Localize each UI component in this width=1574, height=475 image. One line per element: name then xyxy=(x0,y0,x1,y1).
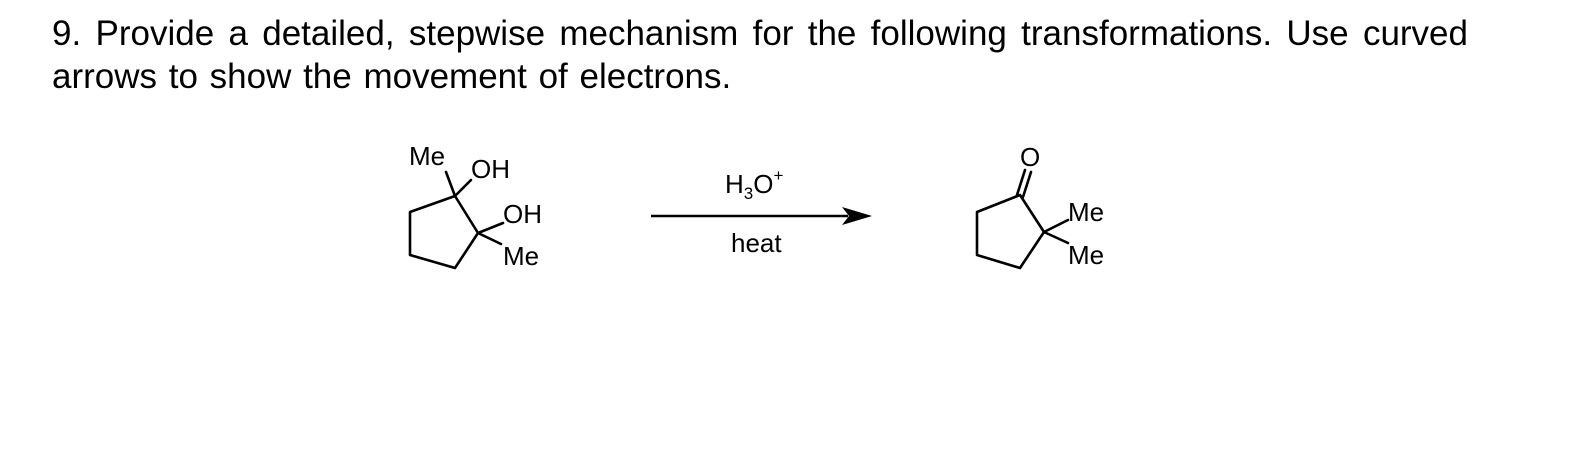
reactant-structure xyxy=(408,170,505,270)
question-number: 9. xyxy=(52,14,82,53)
product-carbonyl-bond-a xyxy=(1015,168,1027,197)
reactant-bond-me-bottom xyxy=(476,231,503,246)
arrow-head xyxy=(842,207,872,225)
reactant-bond-oh-top xyxy=(453,178,473,198)
product-o-label: O xyxy=(1020,142,1040,172)
product-bond-me-1 xyxy=(1042,218,1070,234)
reagent-label: H3O+ xyxy=(725,166,783,203)
product-me-1-label: Me xyxy=(1068,197,1104,227)
product-bond-me-2 xyxy=(1042,230,1070,245)
product-structure xyxy=(975,168,1070,270)
product-carbonyl-bond-b xyxy=(1021,170,1033,199)
reactant-oh-mid-label: OH xyxy=(503,199,542,229)
reaction-arrow xyxy=(651,207,872,225)
product-ring xyxy=(975,193,1046,270)
reactant-ring xyxy=(408,194,480,270)
reactant-bond-me-top xyxy=(444,170,457,198)
condition-label: heat xyxy=(731,228,782,258)
question-body: Provide a detailed, stepwise mechanism f… xyxy=(52,14,1468,96)
question-text: 9. Provide a detailed, stepwise mechanis… xyxy=(52,12,1468,98)
reactant-me-bottom-label: Me xyxy=(503,241,539,271)
reactant-me-top-label: Me xyxy=(409,141,445,171)
reactant-bond-oh-mid xyxy=(476,221,505,235)
reactant-oh-top-label: OH xyxy=(471,154,510,184)
product-me-2-label: Me xyxy=(1068,240,1104,270)
